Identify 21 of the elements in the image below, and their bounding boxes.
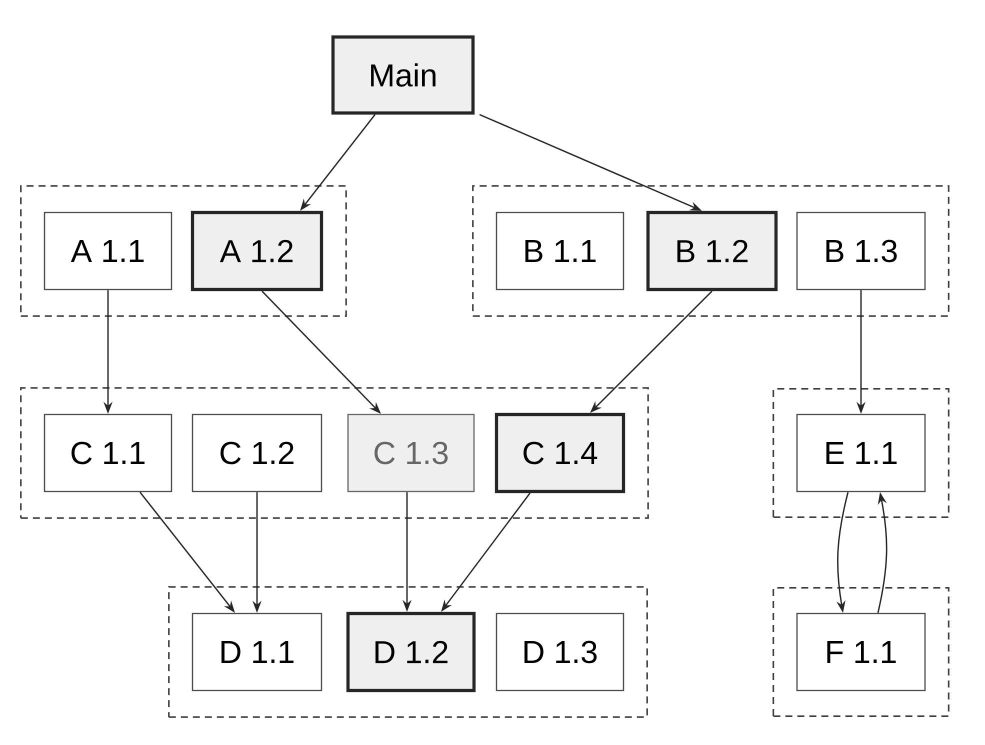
dashed-group-box xyxy=(472,185,950,317)
highlighted-box: B 1.2 xyxy=(646,210,778,292)
dashed-group-box xyxy=(168,586,648,718)
dashed-group-box xyxy=(20,387,649,519)
process-box: C 1.1 xyxy=(44,414,172,492)
process-box: B 1.3 xyxy=(796,212,926,290)
dashed-group-box xyxy=(20,185,347,317)
process-box: A 1.1 xyxy=(44,212,172,290)
process-box: C 1.3 xyxy=(347,414,475,492)
dashed-group-box xyxy=(772,388,950,518)
highlighted-box: Main xyxy=(331,35,475,115)
highlighted-box: A 1.2 xyxy=(190,210,324,292)
process-box: E 1.1 xyxy=(796,414,926,492)
process-box: D 1.1 xyxy=(192,612,322,692)
dashed-group-box xyxy=(772,587,950,717)
highlighted-box: C 1.4 xyxy=(494,412,626,494)
process-box: B 1.1 xyxy=(496,212,624,290)
process-box: F 1.1 xyxy=(796,612,926,692)
highlighted-box: D 1.2 xyxy=(346,612,476,692)
process-box: D 1.3 xyxy=(496,612,624,692)
process-box: C 1.2 xyxy=(192,414,322,492)
